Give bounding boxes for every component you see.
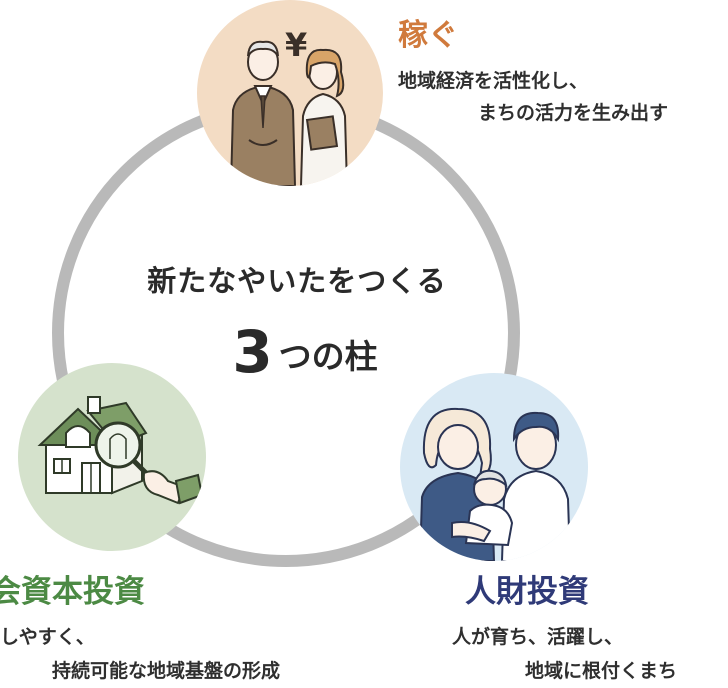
pillar-earn-title: 稼ぐ — [398, 18, 458, 53]
pillar-people-desc-line1: 人が育ち、活躍し、 — [452, 626, 624, 648]
pillar-social-circle — [18, 363, 206, 551]
pillar-people-desc-line2: 地域に根付くまち — [525, 660, 678, 682]
center-label: つの柱 — [278, 337, 378, 376]
pillar-people-circle — [400, 373, 588, 561]
center-number: 3 — [232, 318, 273, 386]
pillar-people-title: 人財投資 — [465, 574, 589, 610]
house-magnifier-icon — [37, 396, 204, 505]
center-subtitle: 新たなやいたをつくる — [147, 264, 447, 298]
pillar-earn-desc-line2: まちの活力を生み出す — [478, 102, 669, 124]
pillar-social-desc-line2: 持続可能な地域基盤の形成 — [52, 660, 281, 682]
pillar-earn-circle: ¥ — [197, 0, 383, 186]
pillar-social-title: 会資本投資 — [0, 574, 145, 610]
svg-text:¥: ¥ — [285, 26, 307, 64]
business-people-yen-icon: ¥ — [229, 26, 349, 186]
family-icon — [418, 407, 572, 561]
pillar-earn-desc-line1: 地域経済を活性化し、 — [398, 70, 589, 92]
pillar-social-desc-line1: しやすく、 — [0, 626, 95, 648]
